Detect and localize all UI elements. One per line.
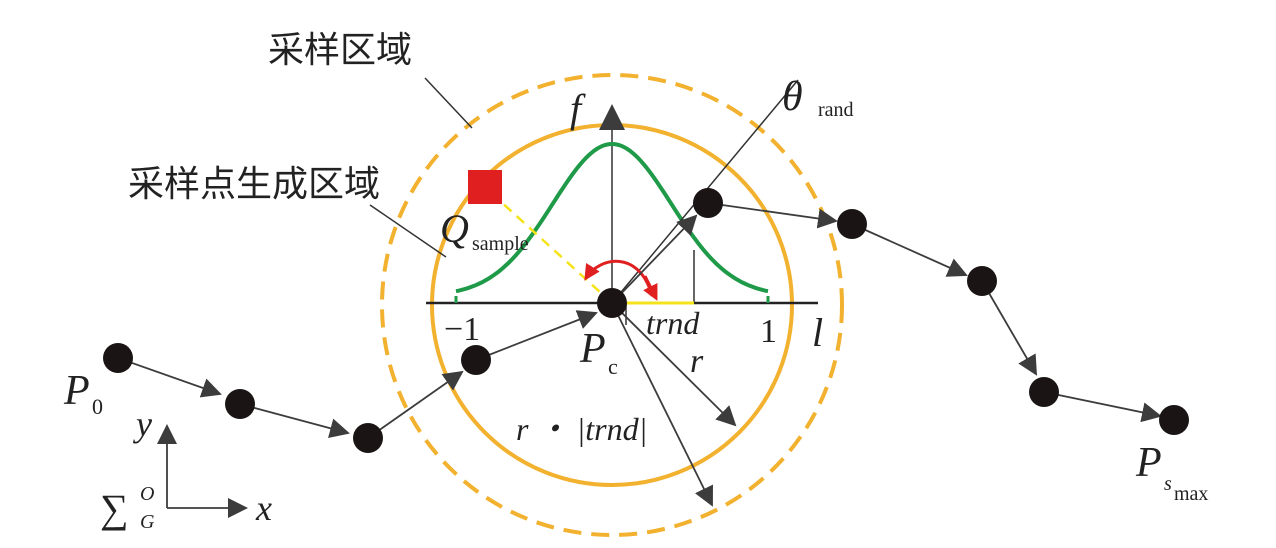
p0-label: P bbox=[63, 368, 90, 414]
sigma-sub-label: G bbox=[140, 511, 155, 533]
node-5 bbox=[693, 188, 723, 218]
sampling-region-label: 采样区域 bbox=[268, 30, 412, 71]
p0-sub-label: 0 bbox=[92, 394, 103, 419]
theta-sub-label: rand bbox=[818, 99, 854, 121]
q-sample-square bbox=[468, 170, 502, 204]
theta-label: θ bbox=[782, 74, 803, 120]
arrow-p0-n1 bbox=[117, 357, 222, 398]
arrow-n7-n8 bbox=[981, 280, 1038, 376]
pc-label: P bbox=[579, 326, 606, 372]
q-dashed-line bbox=[487, 189, 613, 304]
path-nodes bbox=[103, 188, 1189, 453]
q-label: Q bbox=[440, 206, 469, 251]
psmax-subsub-label: max bbox=[1174, 483, 1208, 505]
y-axis-label: y bbox=[133, 404, 152, 444]
node-pc bbox=[597, 288, 627, 318]
q-sub-label: sample bbox=[472, 233, 529, 255]
arrow-pc-sampling-radius bbox=[611, 302, 713, 507]
node-p0 bbox=[103, 343, 133, 373]
f-axis-arrowhead bbox=[599, 104, 625, 130]
node-1 bbox=[225, 389, 255, 419]
x-axis-label: x bbox=[255, 488, 272, 528]
arrow-pc-r bbox=[611, 302, 737, 427]
arrow-n2-n3 bbox=[367, 370, 464, 439]
minus-one-label: −1 bbox=[444, 311, 480, 348]
node-3 bbox=[461, 345, 491, 375]
arrow-n5-n6 bbox=[707, 202, 838, 229]
trnd-label: trnd bbox=[646, 305, 700, 341]
sample-point-region-leader bbox=[369, 204, 447, 258]
gaussian-curve bbox=[455, 141, 769, 294]
node-6 bbox=[837, 209, 867, 239]
arrow-pc-n5 bbox=[611, 214, 698, 304]
arrow-n8-psmax bbox=[1043, 391, 1162, 423]
sampling-region-leader bbox=[424, 77, 473, 129]
sigma-sup-label: O bbox=[140, 483, 154, 505]
r-times-trnd-label: r ・ |trnd| bbox=[516, 411, 647, 447]
psmax-label: P bbox=[1135, 440, 1162, 486]
one-label: 1 bbox=[760, 313, 777, 350]
sample-point-region-label: 采样点生成区域 bbox=[128, 164, 380, 205]
rotation-arc-tail bbox=[643, 275, 658, 301]
sigma-label: ∑ bbox=[100, 486, 129, 531]
node-8 bbox=[1029, 377, 1059, 407]
node-7 bbox=[967, 266, 997, 296]
sampling-region-circle bbox=[380, 73, 844, 537]
path-arrows bbox=[117, 202, 1162, 507]
node-psmax bbox=[1159, 405, 1189, 435]
r-label: r bbox=[690, 343, 704, 380]
arrow-n1-n2 bbox=[239, 403, 350, 438]
pc-sub-label: c bbox=[608, 354, 618, 379]
f-axis-label: f bbox=[570, 86, 586, 131]
psmax-sub-label: s bbox=[1164, 473, 1172, 495]
arrow-n3-pc bbox=[475, 310, 598, 361]
coordinate-frame bbox=[157, 424, 248, 518]
l-axis-label: l bbox=[812, 310, 823, 355]
node-2 bbox=[353, 423, 383, 453]
arrow-n6-n7 bbox=[851, 223, 968, 277]
